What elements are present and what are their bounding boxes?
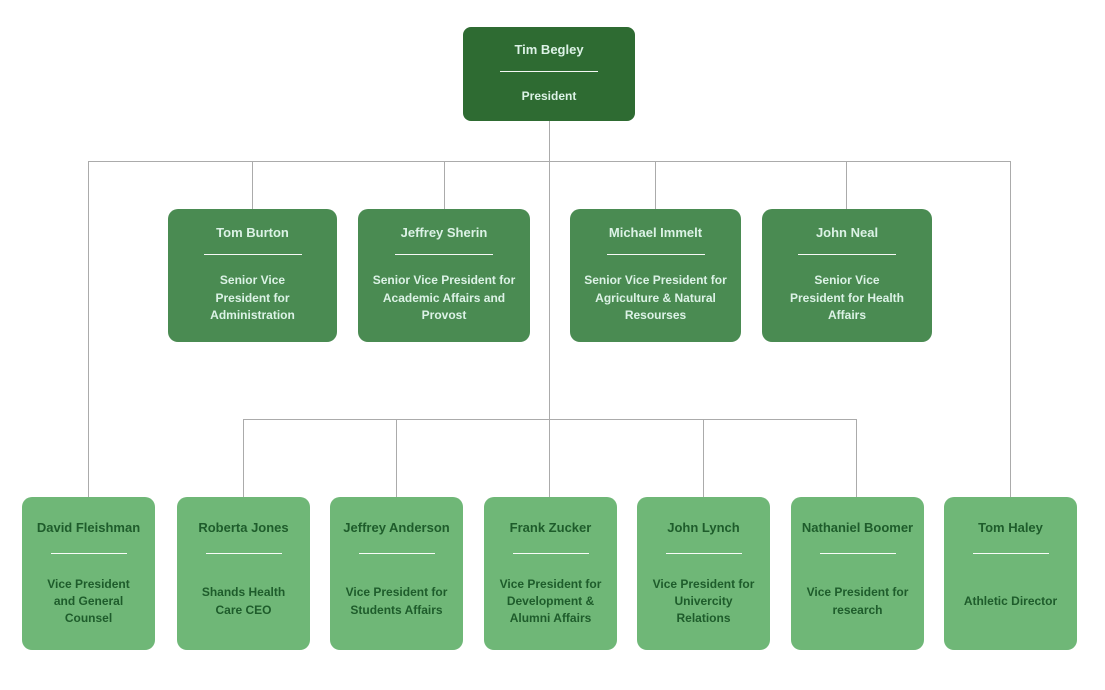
connector-drop-boomer [856, 419, 857, 497]
org-node-frank-zucker[interactable]: Frank Zucker Vice President for Developm… [484, 497, 617, 650]
divider-line [358, 552, 435, 554]
connector-drop-lynch [703, 419, 704, 497]
divider-line [203, 253, 302, 255]
person-title: Shands Health Care CEO [201, 585, 286, 617]
person-name: Tim Begley [514, 42, 584, 57]
person-title: Vice President for Univercity Relations [652, 576, 755, 626]
org-node-president[interactable]: Tim Begley President [463, 27, 635, 121]
divider-line [205, 552, 282, 554]
person-name: Nathaniel Boomer [801, 520, 914, 535]
connector-rail-level3 [243, 419, 857, 420]
connector-drop-sherin [444, 161, 445, 209]
org-node-tom-burton[interactable]: Tom Burton Senior Vice President for Adm… [168, 209, 337, 342]
divider-line [500, 70, 598, 72]
connector-drop-neal [846, 161, 847, 209]
person-name: John Lynch [667, 520, 740, 535]
divider-line [395, 253, 493, 255]
person-title: Athletic Director [963, 594, 1058, 609]
person-name: Jeffrey Anderson [343, 520, 450, 535]
person-title: Senior Vice President for Academic Affai… [372, 273, 516, 322]
person-name: John Neal [815, 225, 879, 240]
org-node-john-lynch[interactable]: John Lynch Vice President for Univercity… [637, 497, 770, 650]
person-name: Tom Haley [978, 520, 1043, 535]
org-node-jeffrey-sherin[interactable]: Jeffrey Sherin Senior Vice President for… [358, 209, 530, 342]
org-node-nathaniel-boomer[interactable]: Nathaniel Boomer Vice President for rese… [791, 497, 924, 650]
divider-line [606, 253, 705, 255]
person-title: Vice President and General Counsel [47, 576, 130, 626]
person-title: Vice President for Students Affairs [345, 585, 448, 617]
person-name: Frank Zucker [509, 520, 592, 535]
connector-drop-burton [252, 161, 253, 209]
org-node-jeffrey-anderson[interactable]: Jeffrey Anderson Vice President for Stud… [330, 497, 463, 650]
person-title: Senior Vice President for Agriculture & … [584, 273, 727, 322]
person-title: Senior Vice President for Administration [210, 273, 295, 322]
connector-president-center-drop [549, 121, 550, 497]
person-title: Vice President for research [806, 585, 909, 617]
org-node-tom-haley[interactable]: Tom Haley Athletic Director [944, 497, 1077, 650]
connector-drop-immelt [655, 161, 656, 209]
connector-drop-anderson [396, 419, 397, 497]
org-node-david-fleishman[interactable]: David Fleishman Vice President and Gener… [22, 497, 155, 650]
person-title: Senior Vice President for Health Affairs [789, 273, 905, 322]
org-node-michael-immelt[interactable]: Michael Immelt Senior Vice President for… [570, 209, 741, 342]
person-name: Roberta Jones [198, 520, 289, 535]
divider-line [972, 552, 1049, 554]
person-name: Jeffrey Sherin [400, 225, 488, 240]
connector-drop-jones [243, 419, 244, 497]
person-name: Michael Immelt [608, 225, 703, 240]
divider-line [665, 552, 742, 554]
divider-line [512, 552, 589, 554]
org-node-roberta-jones[interactable]: Roberta Jones Shands Health Care CEO [177, 497, 310, 650]
connector-drop-fleishman [88, 161, 89, 497]
divider-line [798, 253, 896, 255]
person-title: Vice President for Development & Alumni … [499, 576, 602, 626]
connector-drop-haley [1010, 161, 1011, 497]
person-name: David Fleishman [36, 520, 141, 535]
connector-rail-level2 [88, 161, 1011, 162]
org-node-john-neal[interactable]: John Neal Senior Vice President for Heal… [762, 209, 932, 342]
person-title: President [521, 88, 577, 103]
divider-line [819, 552, 896, 554]
divider-line [50, 552, 127, 554]
person-name: Tom Burton [216, 225, 289, 240]
